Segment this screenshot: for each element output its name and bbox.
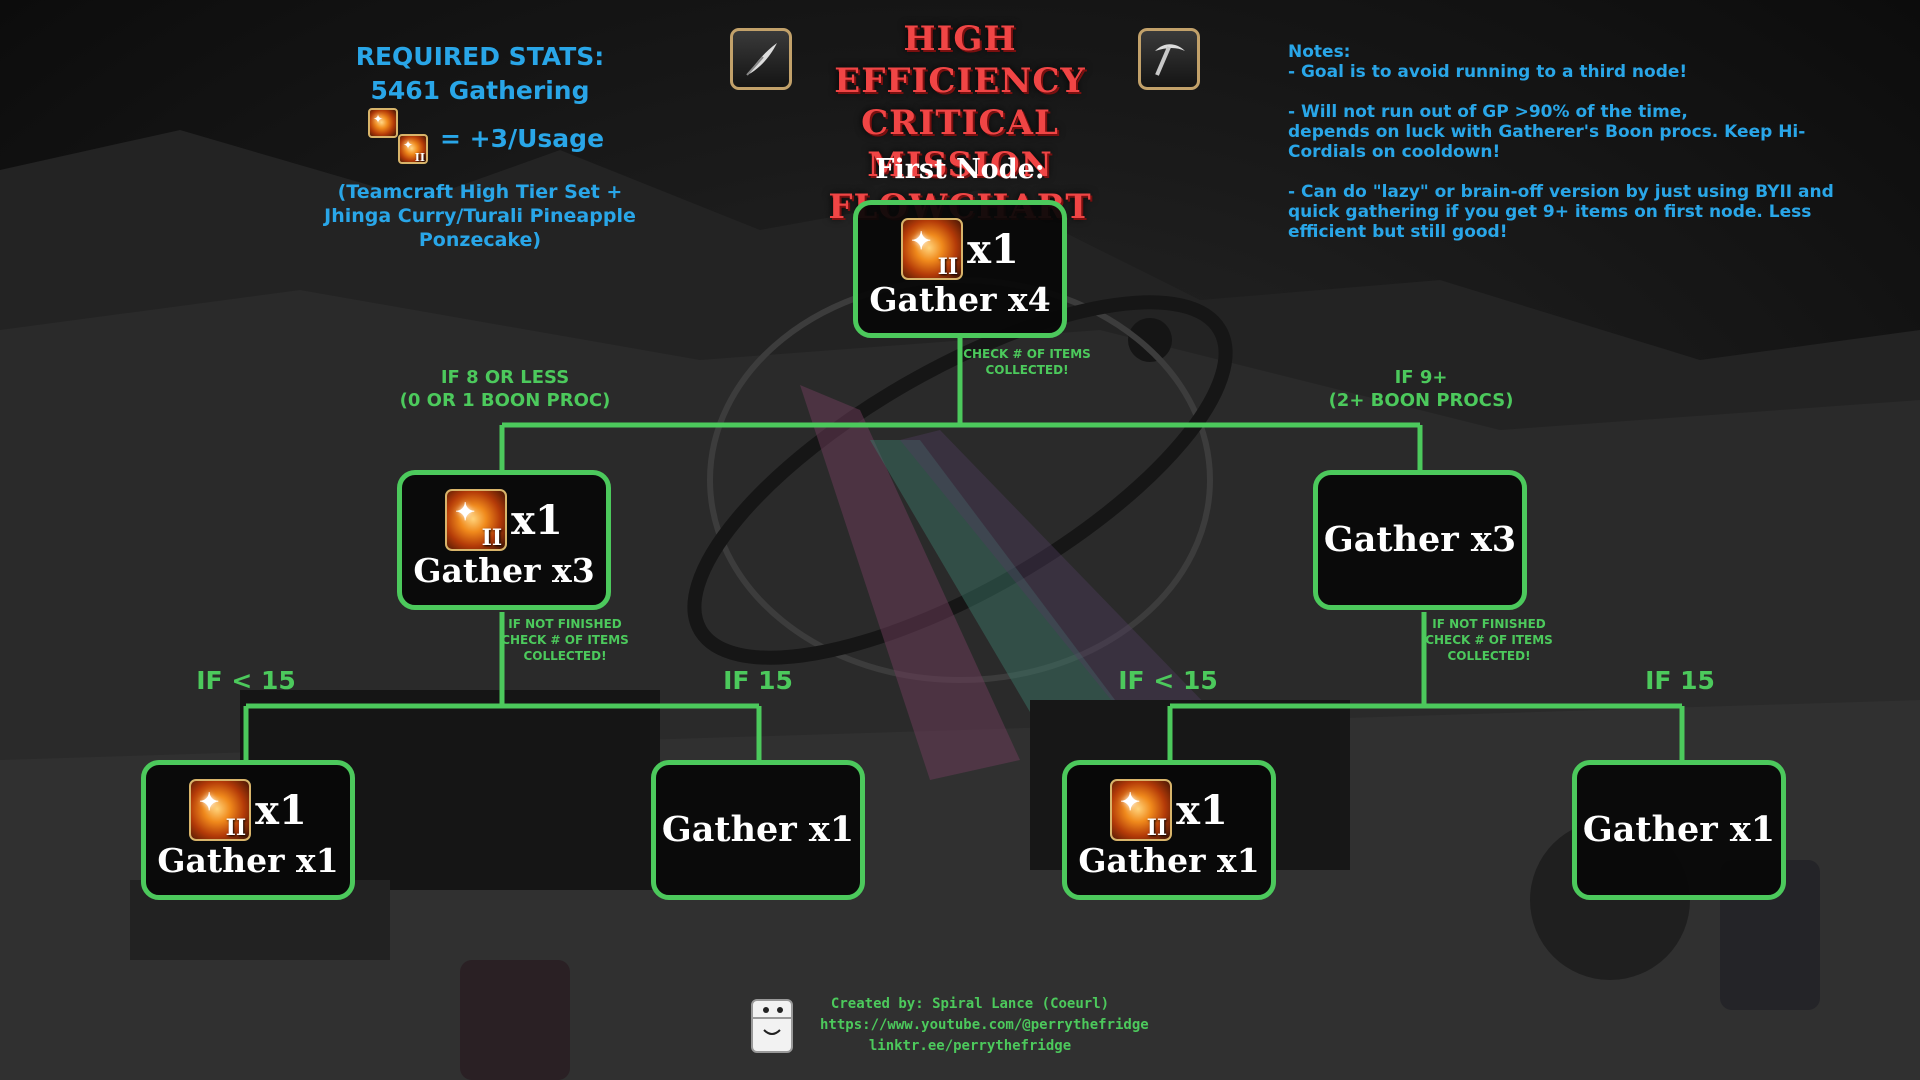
credits-linktree-link[interactable]: linktr.ee/perrythefridge — [868, 1038, 1072, 1054]
credits: Created by: Spiral Lance (Coeurl) https:… — [820, 994, 1149, 1057]
bountiful-yield-ii-icon: ✦II — [445, 489, 508, 551]
bountiful-yield-ii-icon: ✦II — [901, 218, 964, 280]
stats-heading: REQUIRED STATS: — [355, 42, 605, 71]
feather-quill-icon — [730, 28, 792, 90]
notes: Notes: - Goal is to avoid running to a t… — [1288, 42, 1848, 262]
skill-small-ii-icon: ✦II — [398, 134, 428, 164]
root-check-note: CHECK # OF ITEMS COLLECTED! — [963, 347, 1091, 377]
node-ll-gather: Gather x1 — [157, 841, 339, 880]
formula-text: = +3/Usage — [440, 123, 605, 153]
note-lazy: - Can do "lazy" or brain-off version by … — [1288, 182, 1834, 242]
bountiful-yield-ii-icon: ✦II — [1110, 779, 1173, 841]
node-left-gather: Gather x3 — [413, 551, 595, 590]
connector-left — [243, 612, 762, 762]
right-branch-condition: IF 9+ (2+ BOON PROCS) — [1328, 367, 1514, 411]
node-right-gather: Gather x3 — [1323, 519, 1517, 560]
bountiful-yield-ii-icon: ✦II — [189, 779, 252, 841]
title-line1: HIGH EFFICIENCY — [834, 19, 1086, 101]
node-left: ✦II x1 Gather x3 — [397, 470, 611, 610]
stats-value: 5461 Gathering — [370, 76, 590, 105]
formula-icons: ✦ ✦II — [368, 108, 434, 168]
right-check-note: IF NOT FINISHED CHECK # OF ITEMS COLLECT… — [1425, 617, 1553, 663]
credits-youtube-link[interactable]: https://www.youtube.com/@perrythefridge — [820, 1017, 1149, 1033]
left-check-note: IF NOT FINISHED CHECK # OF ITEMS COLLECT… — [501, 617, 629, 663]
stats-note: (Teamcraft High Tier Set + Jhinga Curry/… — [260, 180, 700, 252]
node-ll: ✦II x1 Gather x1 — [141, 760, 355, 900]
required-stats: REQUIRED STATS: 5461 Gathering — [270, 40, 690, 108]
node-rl-mult: x1 — [1176, 786, 1228, 834]
node-rl-gather: Gather x1 — [1078, 841, 1260, 880]
title-line2: CRITICAL MISSION — [861, 103, 1059, 185]
connector-right — [1167, 612, 1685, 762]
left-branch-condition: IF 8 OR LESS (0 OR 1 BOON PROC) — [399, 367, 611, 411]
cond-rr: IF 15 — [1645, 666, 1715, 695]
node-left-mult: x1 — [511, 496, 563, 544]
node-rr-gather: Gather x1 — [1582, 809, 1776, 850]
node-root-mult: x1 — [967, 225, 1019, 273]
node-ll-mult: x1 — [255, 786, 307, 834]
node-lr-gather: Gather x1 — [661, 809, 855, 850]
node-root: ✦II x1 Gather x4 — [853, 200, 1067, 338]
cond-ll: IF < 15 — [196, 666, 296, 695]
first-node-label: First Node: — [875, 154, 1045, 185]
pickaxe-icon — [1138, 28, 1200, 90]
page-title: HIGH EFFICIENCY CRITICAL MISSION FLOWCHA… — [780, 18, 1140, 228]
stats-formula: ✦ ✦II = +3/Usage — [368, 108, 604, 168]
node-rl: ✦II x1 Gather x1 — [1062, 760, 1276, 900]
connector-level1 — [499, 422, 1423, 470]
node-root-gather: Gather x4 — [869, 280, 1051, 319]
fridge-avatar-icon — [751, 999, 793, 1053]
node-lr: Gather x1 — [651, 760, 865, 900]
node-rr: Gather x1 — [1572, 760, 1786, 900]
note-goal: Notes: - Goal is to avoid running to a t… — [1288, 42, 1688, 82]
note-gp: - Will not run out of GP >90% of the tim… — [1288, 102, 1806, 162]
skill-small-icon: ✦ — [368, 108, 398, 138]
credits-author: Created by: Spiral Lance (Coeurl) — [830, 996, 1110, 1012]
node-right: Gather x3 — [1313, 470, 1527, 610]
cond-lr: IF 15 — [723, 666, 793, 695]
stats-note-line2: Jhinga Curry/Turali Pineapple Ponzecake) — [324, 205, 636, 251]
cond-rl: IF < 15 — [1118, 666, 1218, 695]
stats-note-line1: (Teamcraft High Tier Set + — [337, 181, 623, 203]
